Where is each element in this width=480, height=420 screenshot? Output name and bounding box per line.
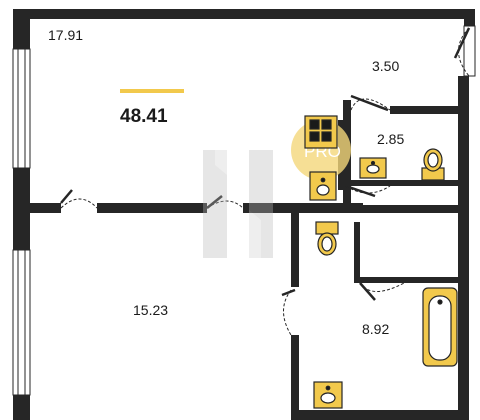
bathroom-sink-icon — [313, 381, 343, 409]
wall-bedroom-right-low — [291, 335, 299, 420]
wall-kitchen-top — [343, 205, 460, 213]
door-bedroom[interactable] — [281, 288, 296, 336]
hall-toilet-icon — [315, 221, 339, 256]
wall-balcony-h — [390, 106, 460, 114]
wall-middle-h-center — [97, 203, 207, 213]
room-area-kitchen: 8.92 — [362, 321, 389, 337]
window-left-top — [12, 48, 31, 169]
door-balcony[interactable] — [350, 94, 391, 112]
kitchen-sink-icon — [309, 171, 337, 201]
room-area-toilet: 2.85 — [377, 131, 404, 147]
area-labels: 17.91 3.50 2.85 15.23 8.92 48.41 — [48, 27, 404, 337]
wall-kitchen-inner-h — [354, 277, 404, 283]
door-living-room[interactable] — [60, 189, 98, 209]
door-bathroom[interactable] — [359, 282, 405, 301]
stove-icon — [304, 115, 338, 149]
toilet-sink-icon — [359, 157, 387, 179]
window-balcony — [463, 25, 476, 77]
room-area-bedroom: 15.23 — [133, 302, 168, 318]
doors — [60, 27, 471, 336]
walls — [13, 9, 475, 420]
watermark-logo — [203, 150, 273, 258]
wall-middle-h-left — [13, 203, 61, 213]
wall-bottom-right — [299, 410, 469, 420]
wall-middle-h-right — [243, 203, 363, 213]
room-area-balcony: 3.50 — [372, 58, 399, 74]
wall-right — [458, 76, 469, 420]
door-hall[interactable] — [206, 195, 244, 209]
total-area: 48.41 — [120, 106, 168, 127]
wall-right-top — [464, 9, 475, 26]
wall-bedroom-right — [291, 213, 299, 287]
wall-left-bottom — [13, 395, 30, 420]
door-toilet[interactable] — [345, 184, 391, 198]
bathtub-icon — [422, 287, 458, 367]
door-balcony-window[interactable] — [453, 27, 471, 77]
wall-bath-right — [404, 277, 460, 283]
watermark: PRO — [203, 120, 351, 258]
room-area-living-room: 17.91 — [48, 27, 83, 43]
wall-toilet-bottom — [346, 180, 460, 186]
wall-kitchen-inner-v — [354, 222, 360, 282]
wall-top — [13, 9, 475, 19]
window-left-bottom — [12, 249, 31, 396]
fixtures — [304, 115, 458, 409]
windows — [12, 25, 476, 396]
wall-left-top — [13, 9, 30, 49]
toilet-icon — [421, 148, 445, 181]
total-area-accent-bar — [120, 89, 184, 93]
